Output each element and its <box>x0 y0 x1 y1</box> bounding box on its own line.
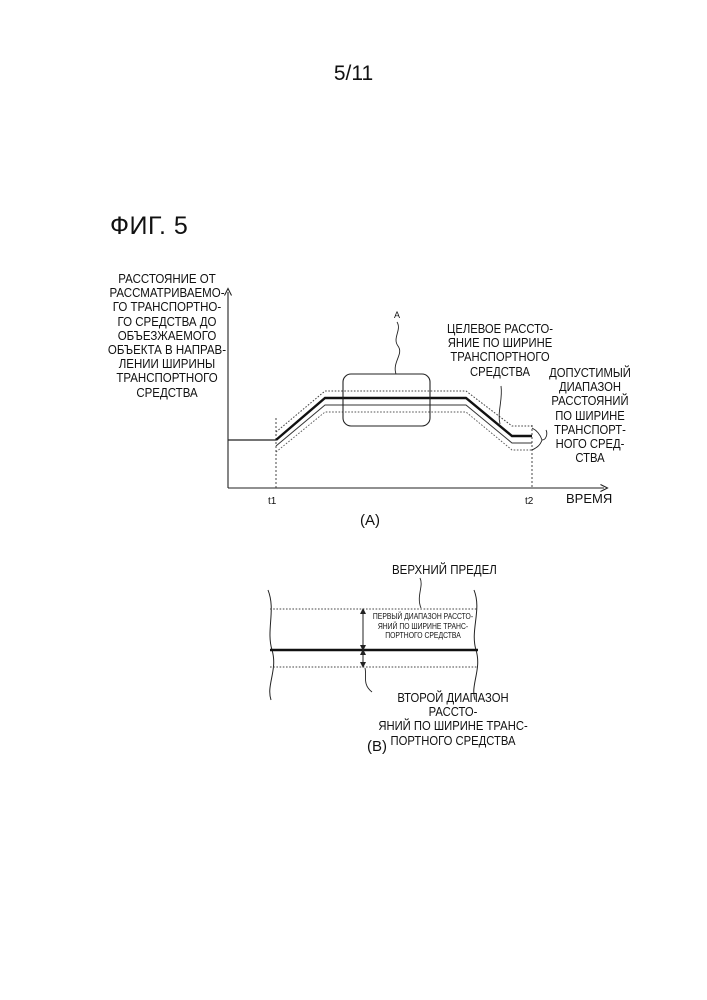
cut-right-edge <box>474 590 478 700</box>
panel-b-caption: (B) <box>367 738 387 755</box>
range-leader <box>532 428 542 450</box>
second-range-leader <box>365 668 372 692</box>
first-range-label: ПЕРВЫЙ ДИАПАЗОН РАССТО- ЯНИЙ ПО ШИРИНЕ Т… <box>367 612 479 641</box>
upper-limit-leader <box>419 578 421 608</box>
upper-limit-label: ВЕРХНИЙ ПРЕДЕЛ <box>392 563 512 577</box>
panel-a-caption: (A) <box>360 512 380 529</box>
region-a-box <box>343 374 430 426</box>
cut-left-edge <box>268 590 274 700</box>
second-range-label: ВТОРОЙ ДИАПАЗОН РАССТО- ЯНИЙ ПО ШИРИНЕ Т… <box>372 691 534 748</box>
permissible-range-label: ДОПУСТИМЫЙ ДИАПАЗОН РАССТОЯНИЙ ПО ШИРИНЕ… <box>543 366 637 465</box>
target-distance-line <box>276 398 532 440</box>
y-axis-label: РАССТОЯНИЕ ОТ РАССМАТРИВАЕМО- ГО ТРАНСПО… <box>89 272 245 400</box>
t1-label: t1 <box>268 496 276 507</box>
target-leader <box>499 386 501 424</box>
x-axis-label: ВРЕМЯ <box>566 491 612 506</box>
region-a-leader <box>395 322 400 374</box>
region-a-label: A <box>382 308 412 322</box>
lowest-limit-line <box>276 412 532 452</box>
t2-label: t2 <box>525 496 533 507</box>
